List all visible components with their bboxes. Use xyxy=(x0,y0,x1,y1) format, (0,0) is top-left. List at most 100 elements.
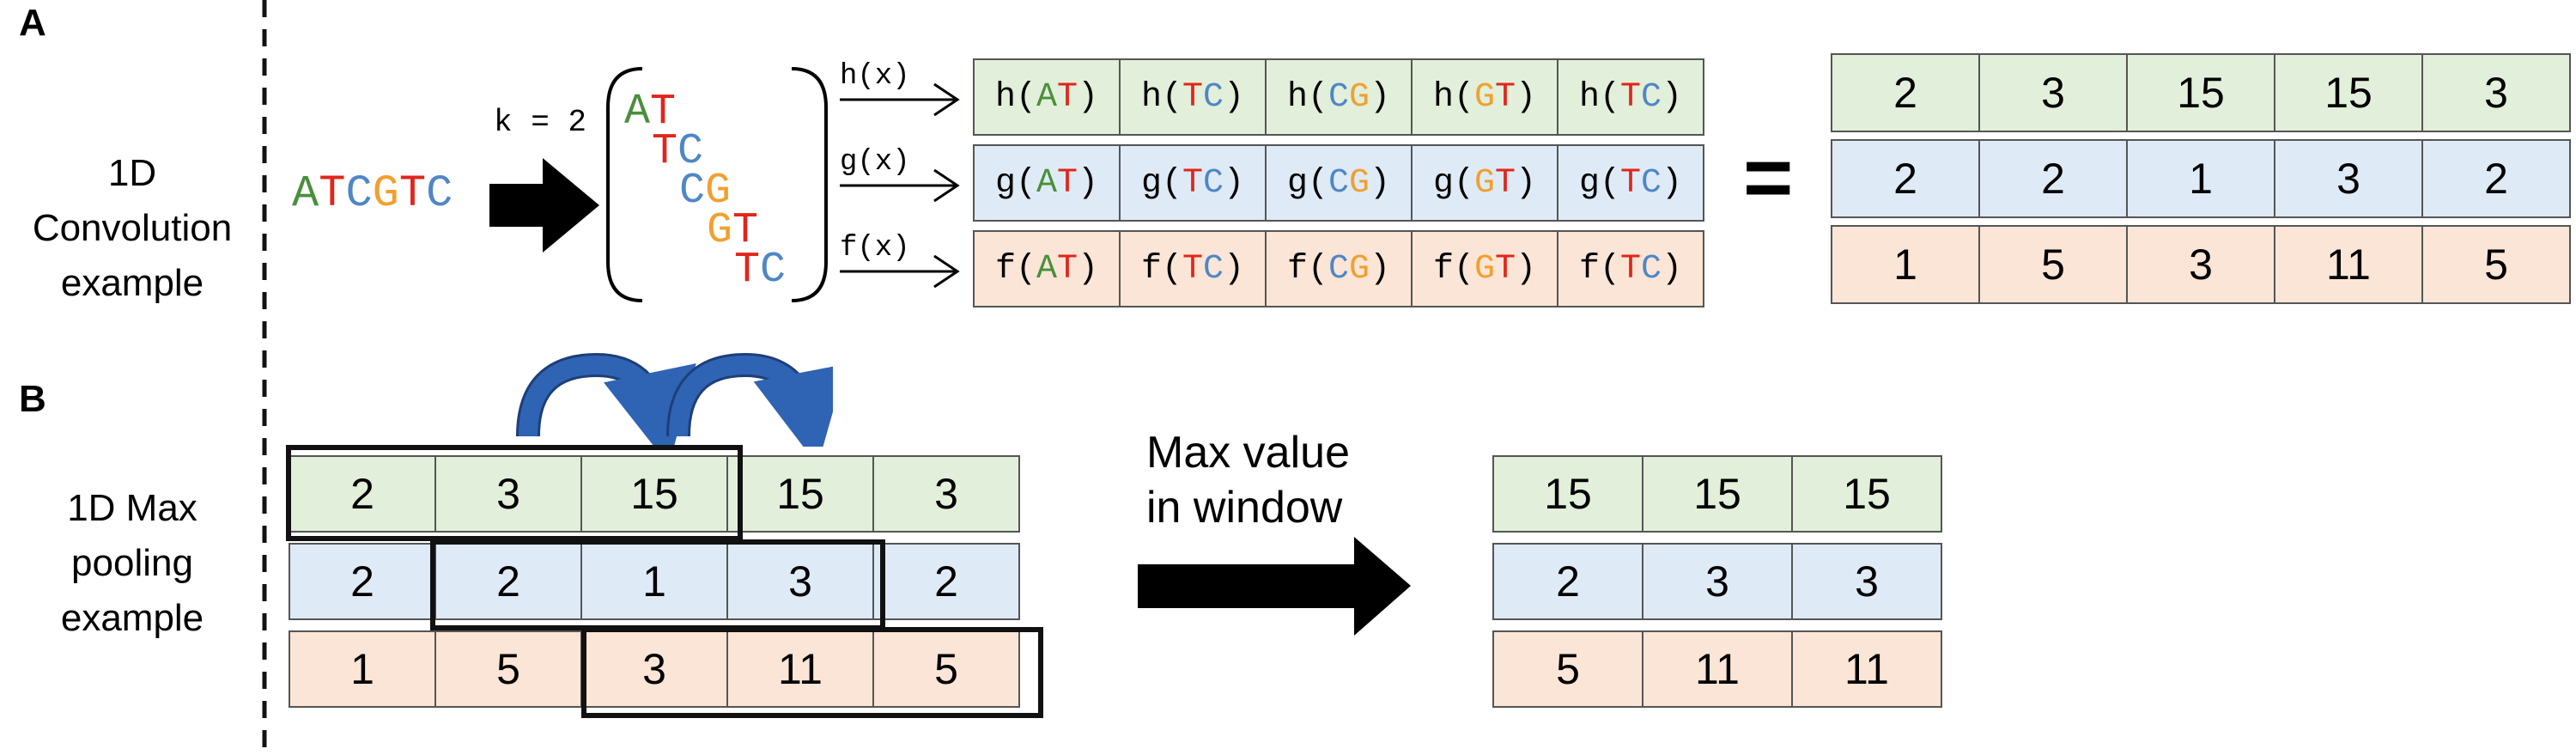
panel-b-label-line-2: pooling xyxy=(71,542,193,584)
function-arrows xyxy=(840,82,960,289)
fcell-0-4-letter-1: C xyxy=(1641,77,1662,117)
pool-cell-r1-c2: 1 xyxy=(580,543,728,620)
equals-sign: = xyxy=(1743,130,1794,226)
out-cell-r1-c1: 3 xyxy=(1642,543,1793,620)
fcell-0-0-letter-0: A xyxy=(1036,77,1057,117)
max-value-label-line-2: in window xyxy=(1146,483,1343,533)
panel-a-letter: A xyxy=(19,2,46,44)
fcell-1-2-letter-0: C xyxy=(1327,163,1349,203)
fcell-2-0-letter-1: T xyxy=(1057,249,1078,289)
kmer-0: AT xyxy=(624,88,676,137)
fcell-0-3-letter-1: T xyxy=(1495,77,1516,117)
out-cell-r2-c2: 11 xyxy=(1791,630,1942,708)
pool-cell-r2-c1: 5 xyxy=(434,630,582,708)
fcell-0-1-letter-1: C xyxy=(1203,77,1224,117)
kmer-4-letter-0: T xyxy=(734,246,761,295)
fcell-2-4-letter-1: C xyxy=(1641,249,1662,289)
fcell-1-4-letter-0: T xyxy=(1619,163,1641,203)
kmer-3-letter-1: T xyxy=(732,206,759,255)
dna-sequence: ATCGTC xyxy=(292,168,453,219)
panel-a-label: 1D Convolution example xyxy=(3,146,261,311)
result-cell-r1-c0: 2 xyxy=(1831,139,1980,218)
pool-window-row-3 xyxy=(581,627,1043,718)
window-shift-arrows xyxy=(516,352,833,447)
pool-cell-r1-c3: 3 xyxy=(726,543,874,620)
pool-cell-r2-c0: 1 xyxy=(289,630,436,708)
function-h-label: h(x) xyxy=(840,60,910,93)
fcell-2-2-letter-1: G xyxy=(1349,249,1370,289)
kmer-2-letter-0: C xyxy=(679,167,706,216)
panel-a-label-line-1: 1D xyxy=(107,152,157,194)
result-cell-r2-c0: 1 xyxy=(1831,225,1980,304)
out-cell-r2-c1: 11 xyxy=(1642,630,1793,708)
fcell-1-3-letter-1: T xyxy=(1495,163,1516,203)
fcell-1-3-letter-0: G xyxy=(1473,163,1495,203)
result-cell-r0-c4: 3 xyxy=(2421,53,2571,132)
pool-cell-r1-c1: 2 xyxy=(434,543,582,620)
fcell-0-2-letter-1: G xyxy=(1349,77,1370,117)
fcell-2-3-letter-1: T xyxy=(1495,249,1516,289)
fcell-2-4-letter-0: T xyxy=(1619,249,1641,289)
out-cell-r0-c0: 15 xyxy=(1492,455,1643,533)
result-cell-r0-c0: 2 xyxy=(1831,53,1980,132)
dna-letter-2: C xyxy=(345,168,373,219)
max-value-label: Max value in window xyxy=(1146,425,1350,535)
out-cell-r1-c0: 2 xyxy=(1492,543,1643,620)
kmer-1-letter-1: C xyxy=(677,127,704,176)
pool-cell-r2-c3: 11 xyxy=(726,630,874,708)
out-cell-r2-c0: 5 xyxy=(1492,630,1643,708)
out-cell-r0-c1: 15 xyxy=(1642,455,1793,533)
pool-window-row-1 xyxy=(286,445,743,541)
big-arrow-b xyxy=(1138,537,1411,636)
pool-cell-r0-c2: 15 xyxy=(580,455,728,533)
kmer-1: TC xyxy=(652,127,703,176)
k-label: k = 2 xyxy=(494,105,587,140)
function-g-label: g(x) xyxy=(840,146,910,179)
result-cell-r1-c3: 3 xyxy=(2274,139,2423,218)
kmer-3: GT xyxy=(707,206,758,255)
kmer-0-letter-0: A xyxy=(624,88,651,137)
result-cell-r1-c4: 2 xyxy=(2421,139,2571,218)
panel-b-label-line-3: example xyxy=(60,597,204,639)
fcell-1-0-letter-0: A xyxy=(1036,163,1057,203)
dna-letter-0: A xyxy=(292,168,319,219)
fcell-0-3-letter-0: G xyxy=(1473,77,1495,117)
dna-letter-3: G xyxy=(372,168,399,219)
pool-cell-r1-c0: 2 xyxy=(289,543,436,620)
kmer-4-letter-1: C xyxy=(760,246,787,295)
kmer-3-letter-0: G xyxy=(707,206,733,255)
result-cell-r2-c2: 3 xyxy=(2126,225,2275,304)
pool-cell-r2-c2: 3 xyxy=(580,630,728,708)
fcell-2-3-letter-0: G xyxy=(1473,249,1495,289)
result-cell-r0-c2: 15 xyxy=(2126,53,2275,132)
result-cell-r1-c1: 2 xyxy=(1978,139,2128,218)
panel-b-label: 1D Max pooling example xyxy=(3,481,261,646)
out-cell-r1-c2: 3 xyxy=(1791,543,1942,620)
dna-letter-5: C xyxy=(426,168,453,219)
pool-cell-r0-c3: 15 xyxy=(726,455,874,533)
kmer-1-letter-0: T xyxy=(652,127,678,176)
fcell-2-1-letter-0: T xyxy=(1182,249,1203,289)
fcell-2-1-letter-1: C xyxy=(1203,249,1224,289)
max-value-label-line-1: Max value xyxy=(1146,428,1350,478)
pool-cell-r2-c4: 5 xyxy=(872,630,1020,708)
result-cell-r0-c3: 15 xyxy=(2274,53,2423,132)
result-cell-r2-c3: 11 xyxy=(2274,225,2423,304)
pool-window-row-2 xyxy=(430,539,885,630)
fcell-0-1-letter-0: T xyxy=(1182,77,1203,117)
kmer-brackets xyxy=(606,67,828,302)
result-cell-r2-c4: 5 xyxy=(2421,225,2571,304)
fcell-1-1-letter-1: C xyxy=(1203,163,1224,203)
